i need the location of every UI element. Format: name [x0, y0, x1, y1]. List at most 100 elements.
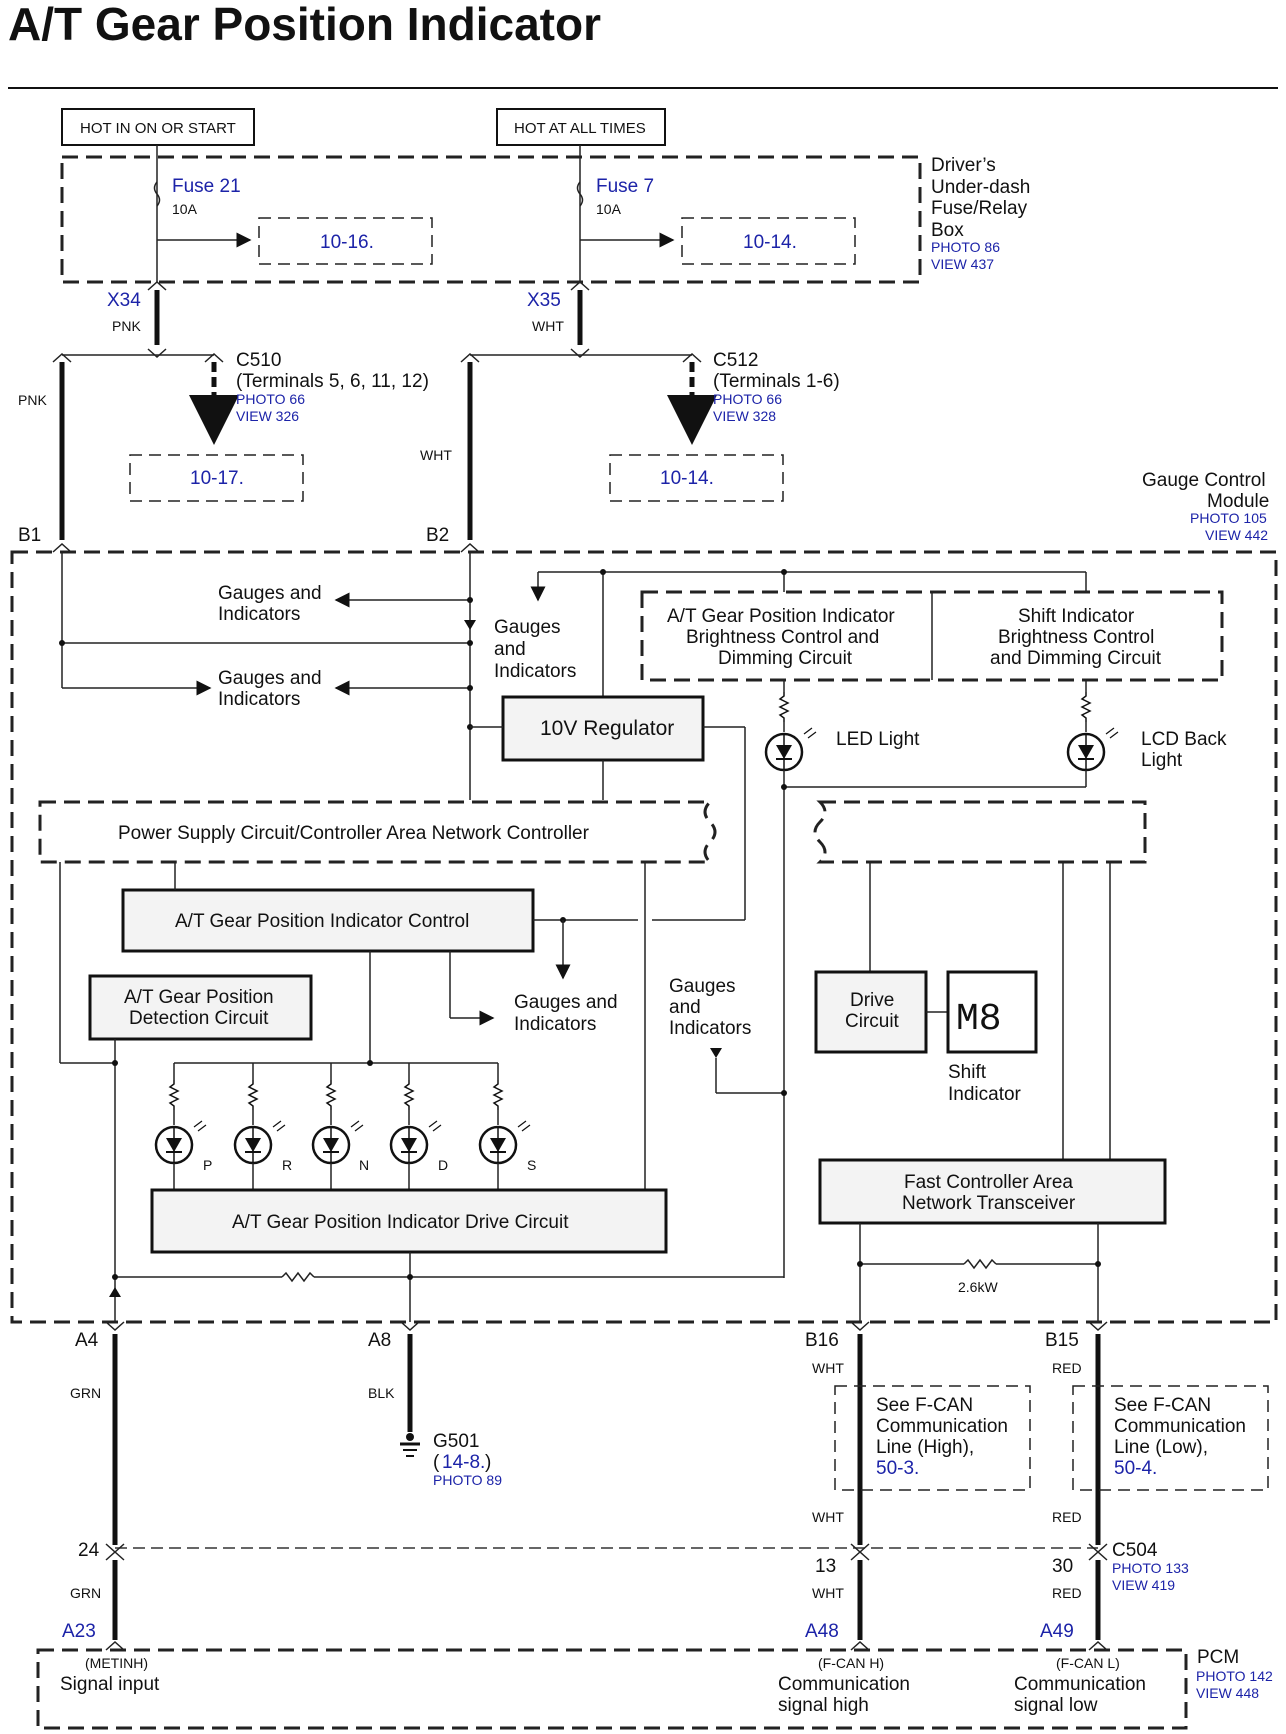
pcm-sig1: Signal input: [60, 1674, 160, 1695]
pcm-a23: A23: [62, 1621, 96, 1642]
c504-pin-24: 24: [78, 1540, 100, 1561]
pcm-sig3-code: (F-CAN L): [1056, 1655, 1120, 1671]
fuse-21-rating: 10A: [172, 201, 198, 217]
at-detection-2: Detection Circuit: [129, 1008, 269, 1029]
c504-photo: PHOTO 133: [1112, 1560, 1189, 1576]
shift-indicator-1: Shift: [948, 1062, 987, 1083]
x34-color: PNK: [112, 318, 141, 334]
gauges-3b: Indicators: [514, 1014, 596, 1035]
gear-led-r: R: [282, 1157, 292, 1173]
gauges-4a: Gauges: [669, 976, 736, 997]
c510-view: VIEW 326: [236, 408, 299, 424]
brightness-at-1: A/T Gear Position Indicator: [667, 606, 895, 627]
c512-terms: (Terminals 1-6): [713, 371, 840, 392]
c504-pin-30: 30: [1052, 1556, 1073, 1577]
brightness-shift-1: Shift Indicator: [1018, 606, 1135, 627]
fuse-box-view: VIEW 437: [931, 256, 994, 272]
pin-b15: B15: [1045, 1330, 1079, 1351]
fuse-21-label: Fuse 21: [172, 176, 241, 197]
at-control-label: A/T Gear Position Indicator Control: [175, 911, 469, 932]
brightness-shift-3: and Dimming Circuit: [990, 648, 1162, 669]
drive-circuit-main-label: A/T Gear Position Indicator Drive Circui…: [232, 1212, 569, 1233]
gcm-name-2: Module: [1207, 491, 1269, 512]
hot-label-left: HOT IN ON OR START: [80, 120, 236, 137]
fcan-transceiver-1: Fast Controller Area: [904, 1172, 1073, 1193]
pcm-a48: A48: [805, 1621, 839, 1642]
pcm-photo: PHOTO 142: [1196, 1668, 1273, 1684]
pin-b15-color: RED: [1052, 1360, 1082, 1376]
c510-label: C510: [236, 350, 281, 371]
x35-label: X35: [527, 290, 561, 311]
hot-label-right: HOT AT ALL TIMES: [514, 120, 646, 137]
wire-wht-label: WHT: [420, 447, 452, 463]
fcan-low-2: Communication: [1114, 1416, 1246, 1437]
power-supply-label: Power Supply Circuit/Controller Area Net…: [118, 823, 590, 844]
gauges-2b: Indicators: [218, 689, 300, 710]
c510-terms: (Terminals 5, 6, 11, 12): [236, 371, 429, 392]
c510-ref: 10-17.: [190, 468, 244, 489]
gauges-1a: Gauges and: [218, 583, 322, 604]
gauge-control-module: [10, 550, 1278, 1324]
fcan-low-3: Line (Low),: [1114, 1437, 1208, 1458]
fcan-low-4: 50-4.: [1114, 1458, 1157, 1479]
fuse-box-name-2: Under-dash: [931, 177, 1030, 198]
c512-view: VIEW 328: [713, 408, 776, 424]
brightness-shift-2: Brightness Control: [998, 627, 1154, 648]
gcm-name-1: Gauge Control: [1142, 470, 1266, 491]
c504-label: C504: [1112, 1540, 1158, 1561]
g501-paren-open: (: [433, 1452, 440, 1473]
gear-led-s: S: [527, 1157, 536, 1173]
brightness-at-3: Dimming Circuit: [718, 648, 853, 669]
gauges-stack-2: and: [494, 639, 526, 660]
pin-a4-color: GRN: [70, 1385, 101, 1401]
led-light-label: LED Light: [836, 729, 920, 750]
pcm-sig2-2: signal high: [778, 1695, 869, 1716]
gauges-2a: Gauges and: [218, 668, 322, 689]
gauges-1b: Indicators: [218, 604, 300, 625]
x35-color: WHT: [532, 318, 564, 334]
c510-photo: PHOTO 66: [236, 391, 305, 407]
x34-label: X34: [107, 290, 141, 311]
fuse-7-ref: 10-14.: [743, 232, 797, 253]
pcm-label: PCM: [1197, 1647, 1239, 1668]
gauges-3a: Gauges and: [514, 992, 618, 1013]
fcan-high-4: 50-3.: [876, 1458, 919, 1479]
c504-upper-wht: WHT: [812, 1509, 844, 1525]
c504-upper-red: RED: [1052, 1509, 1082, 1525]
c512-ref: 10-14.: [660, 468, 714, 489]
g501-photo: PHOTO 89: [433, 1472, 502, 1488]
pcm-a49: A49: [1040, 1621, 1074, 1642]
wire-pnk-label: PNK: [18, 392, 47, 408]
regulator-label: 10V Regulator: [540, 717, 674, 740]
pcm-sig2-code: (F-CAN H): [818, 1655, 884, 1671]
fcan-high-2: Communication: [876, 1416, 1008, 1437]
pcm-view: VIEW 448: [1196, 1685, 1259, 1701]
c504-view: VIEW 419: [1112, 1577, 1175, 1593]
brightness-at-2: Brightness Control and: [686, 627, 879, 648]
gauges-4c: Indicators: [669, 1018, 751, 1039]
g501-paren-close: ): [485, 1452, 491, 1473]
drive-circuit-2: Circuit: [845, 1011, 900, 1032]
gauges-stack-3: Indicators: [494, 661, 576, 682]
fuse-box-photo: PHOTO 86: [931, 239, 1000, 255]
pcm-box: [36, 1648, 1188, 1730]
gear-led-d: D: [438, 1157, 448, 1173]
fuse-7-rating: 10A: [596, 201, 622, 217]
fuse-box-name-3: Fuse/Relay: [931, 198, 1028, 219]
pcm-sig1-code: (METINH): [85, 1655, 148, 1671]
fuse-21-ref: 10-16.: [320, 232, 374, 253]
gcm-view: VIEW 442: [1205, 527, 1268, 543]
pin-a8-color: BLK: [368, 1385, 395, 1401]
fcan-low-1: See F-CAN: [1114, 1395, 1211, 1416]
gcm-photo: PHOTO 105: [1190, 510, 1267, 526]
g501-ref: 14-8.: [442, 1452, 485, 1473]
drive-circuit-1: Drive: [850, 990, 894, 1011]
fuse-box: [60, 155, 922, 284]
pin-b1: B1: [18, 525, 41, 546]
shift-display: M8: [956, 998, 1002, 1041]
pin-a8: A8: [368, 1330, 391, 1351]
pcm-sig3-2: signal low: [1014, 1695, 1098, 1716]
gear-led-row: [154, 1063, 532, 1190]
gauges-stack-1: Gauges: [494, 617, 561, 638]
fuse-box-name-1: Driver’s: [931, 155, 996, 176]
